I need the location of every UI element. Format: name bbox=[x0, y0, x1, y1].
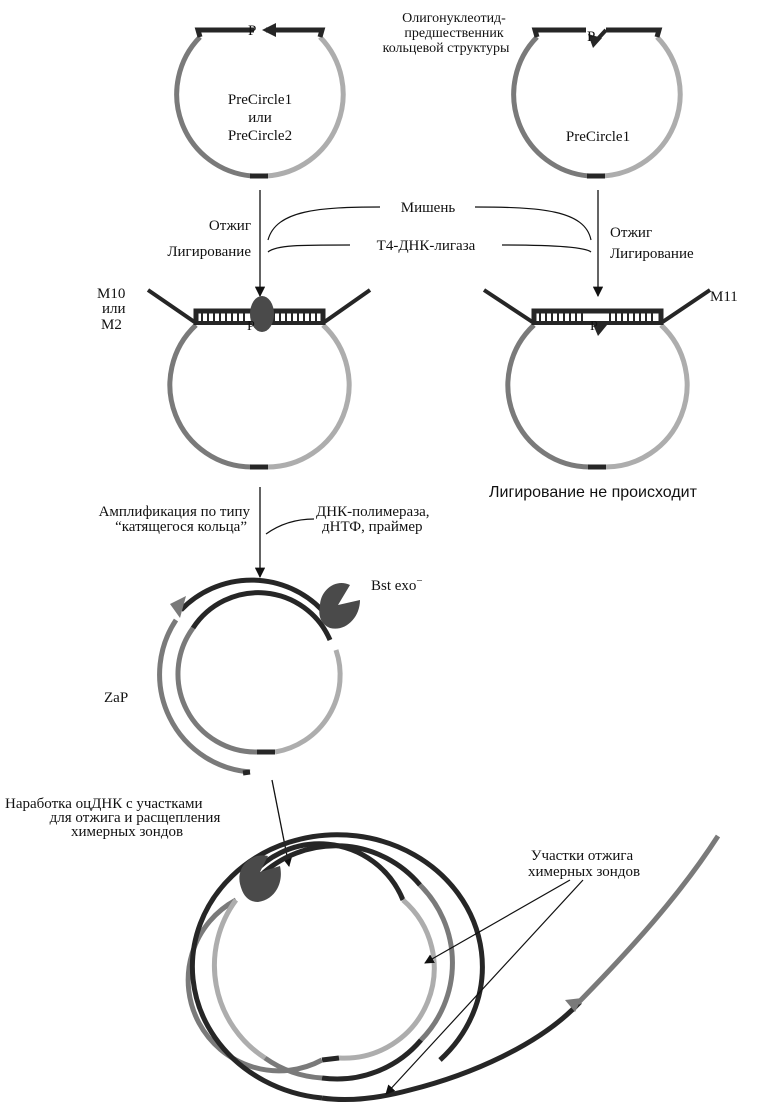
m2-label: M2 bbox=[101, 317, 122, 333]
unligated-circle-right: P M11 Лигирование не происходит bbox=[484, 289, 738, 501]
precircle-left-name-line1: PreCircle1 bbox=[228, 92, 292, 108]
production-step: Наработка оцДНК с участками для отжига и… bbox=[5, 780, 289, 866]
ligation-label-right: Лигирование bbox=[610, 246, 694, 262]
ligated-circle-left: P M10 или M2 bbox=[97, 286, 370, 467]
oligo-label: Олигонуклеотид- предшественник кольцевой… bbox=[383, 11, 510, 56]
precircle-left-name-line2: или bbox=[248, 110, 272, 126]
zap-label: ZaP bbox=[104, 690, 128, 706]
amplification-label-line1: Амплификация по типу bbox=[99, 504, 251, 520]
m10-label: M10 bbox=[97, 286, 125, 302]
bst-label-superscript: − bbox=[416, 575, 422, 587]
precircle-left-arrowhead bbox=[262, 23, 276, 37]
oligo-label-line2: предшественник bbox=[404, 26, 504, 41]
annealing-label-right: Отжиг bbox=[610, 225, 652, 241]
target-label: Мишень bbox=[401, 200, 456, 216]
final-product: Участки отжига химерных зондов bbox=[188, 835, 718, 1100]
unligated-right-arc-mid bbox=[508, 325, 590, 467]
or-label: или bbox=[102, 301, 126, 317]
ligated-left-arc-mid bbox=[170, 325, 252, 467]
ligation-label-left: Лигирование bbox=[167, 244, 251, 260]
rolling-circle: Bst exo− ZaP bbox=[104, 575, 423, 773]
final-ring2-light bbox=[214, 900, 265, 1058]
bst-label: Bst exo− bbox=[371, 575, 423, 594]
sites-label-line1: Участки отжига bbox=[531, 848, 634, 864]
polymerase-label-line2: дНТФ, праймер bbox=[322, 519, 423, 535]
rc-outer-tail bbox=[243, 772, 250, 773]
precircle-right-oligo-arm-right bbox=[606, 30, 659, 37]
ligation-step: Мишень Т4-ДНК-лигаза Отжиг Лигирование О… bbox=[167, 190, 694, 296]
precircle-left-name-line3: PreCircle2 bbox=[228, 128, 292, 144]
ligase-label: Т4-ДНК-лигаза bbox=[377, 238, 476, 254]
polymerase-label-line1: ДНК-полимераза, bbox=[316, 504, 430, 520]
precircle-right-arc-mid bbox=[514, 37, 589, 176]
sites-label-line2: химерных зондов bbox=[528, 864, 640, 880]
final-inner-arc-mid bbox=[188, 900, 322, 1071]
rc-inner-arc-mid bbox=[178, 628, 258, 752]
unligated-right-p-label: P bbox=[590, 319, 598, 334]
no-ligation-label: Лигирование не происходит bbox=[489, 484, 698, 501]
m11-label: M11 bbox=[710, 289, 738, 305]
ligated-left-p-label: P bbox=[247, 319, 255, 334]
ligated-left-arc-light bbox=[266, 325, 349, 467]
amplification-label-line2: “катящегося кольца” bbox=[115, 519, 247, 535]
precircle-right: P PreCircle1 bbox=[514, 29, 681, 176]
precircle-left-p-label: P bbox=[248, 23, 256, 39]
precircle-right-p-label: P bbox=[587, 29, 595, 45]
precircle-right-arrow-shaft bbox=[595, 30, 606, 42]
precircle-right-name: PreCircle1 bbox=[566, 129, 630, 145]
rc-inner-arc-light bbox=[275, 650, 340, 752]
final-inner-arc-light bbox=[339, 900, 434, 1058]
precircle-right-oligo-arm-left bbox=[535, 30, 586, 37]
bst-polymerase-shape bbox=[319, 583, 360, 629]
final-inner-arc-dark-bottom bbox=[322, 1058, 339, 1060]
precircle-right-arc-light bbox=[603, 37, 680, 176]
production-label-line3: химерных зондов bbox=[71, 824, 183, 840]
precircle-left: P PreCircle1 или PreCircle2 bbox=[177, 23, 344, 176]
unligated-right-arc-light bbox=[604, 325, 687, 467]
amplification-step: Амплификация по типу “катящегося кольца”… bbox=[99, 487, 430, 577]
precircle-left-oligo-arm-left bbox=[198, 30, 254, 37]
annealing-label-left: Отжиг bbox=[209, 218, 251, 234]
oligo-label-line1: Олигонуклеотид- bbox=[402, 11, 506, 26]
polymerase-connector bbox=[266, 519, 314, 534]
oligo-label-line3: кольцевой структуры bbox=[383, 41, 510, 56]
